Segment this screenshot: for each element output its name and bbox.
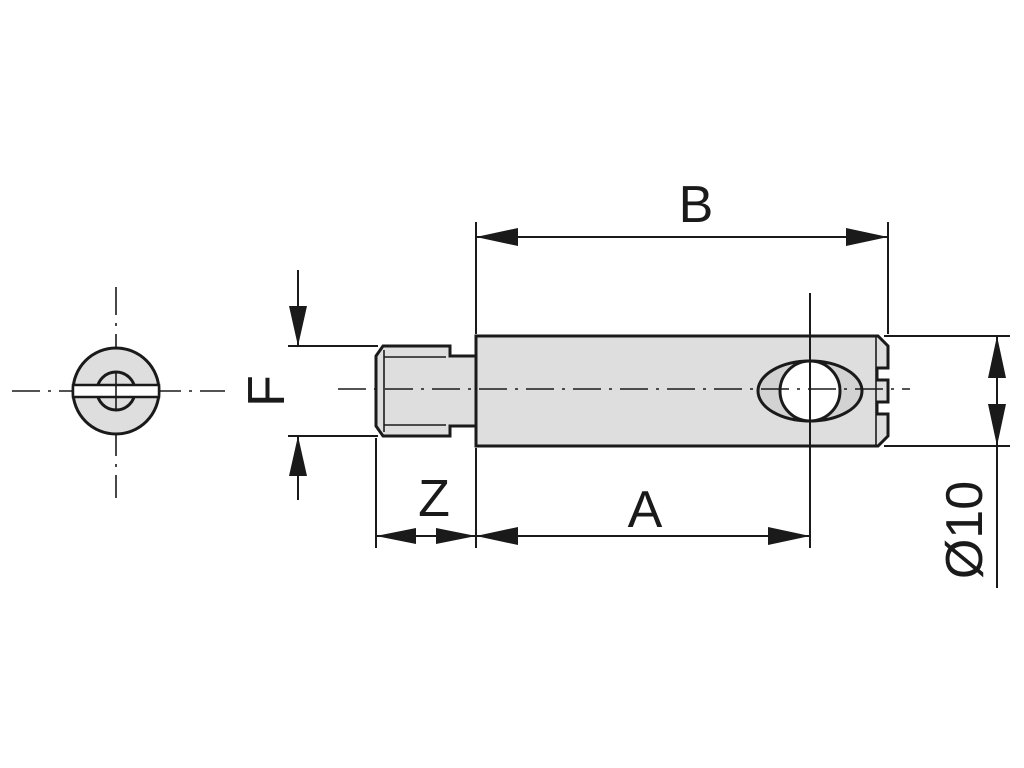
dim-b-label: B — [679, 176, 714, 234]
dim-b-arrow-left — [476, 228, 518, 246]
dim-f-arrow-top — [289, 306, 307, 346]
dimension-a: A — [475, 293, 811, 548]
dimension-b: B — [475, 176, 889, 334]
end-view — [12, 287, 225, 498]
dimension-z: Z — [375, 438, 476, 548]
side-view — [338, 334, 910, 448]
dim-z-arrow-left — [376, 528, 416, 544]
dim-z-arrow-right — [436, 528, 476, 544]
dim-z-label: Z — [418, 470, 450, 528]
dim-b-arrow-right — [846, 228, 888, 246]
dim-d-arrow-top — [988, 336, 1006, 378]
dim-a-label: A — [628, 481, 663, 539]
dim-a-arrow-left — [476, 527, 518, 545]
dimension-f: F — [238, 270, 378, 500]
dim-f-arrow-bottom — [289, 436, 307, 476]
dim-a-arrow-right — [768, 527, 810, 545]
dim-d-arrow-bottom — [988, 404, 1006, 446]
threaded-stud — [374, 344, 478, 438]
dimension-diameter: Ø10 — [884, 335, 1010, 588]
dim-f-label: F — [238, 375, 296, 407]
dim-d-label: Ø10 — [936, 481, 994, 579]
